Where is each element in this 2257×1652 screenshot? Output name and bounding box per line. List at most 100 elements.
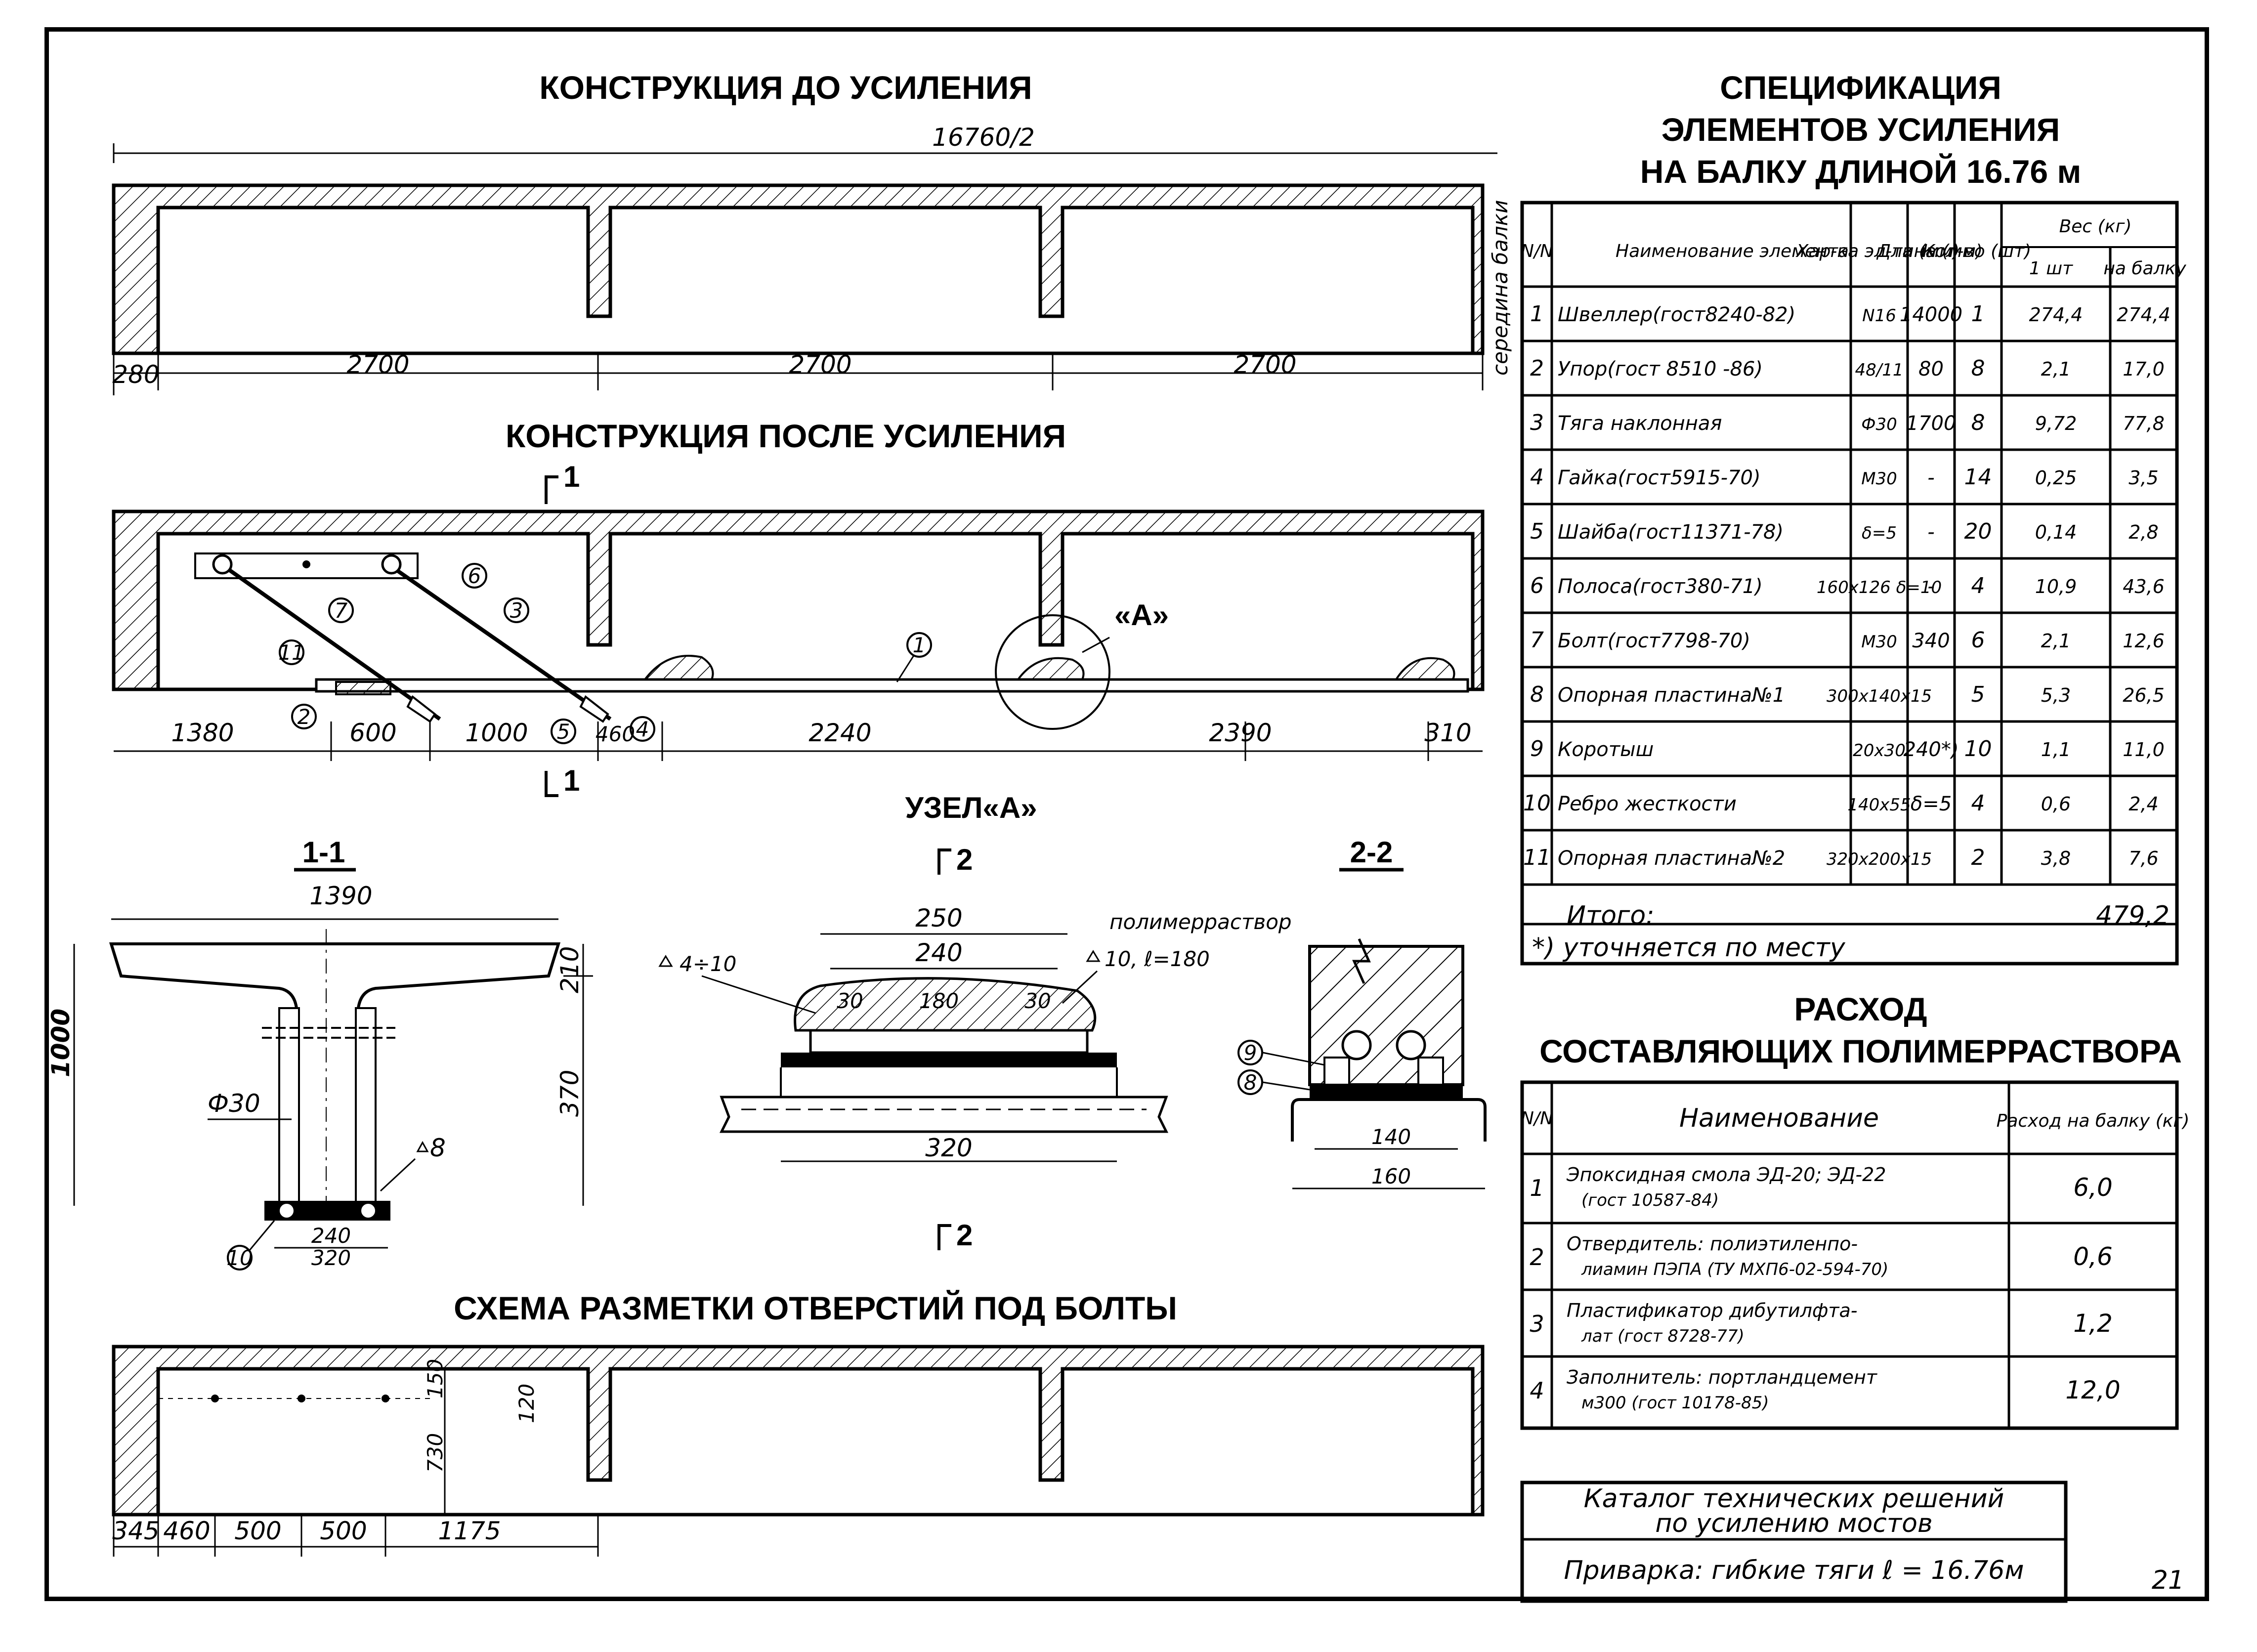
node-a-weld-right: 10, ℓ=180 <box>1105 947 1210 971</box>
after-callout-5: 5 <box>557 720 570 744</box>
cons-cell-line1: Эпоксидная смола ЭД-20; ЭД-22 <box>1566 1164 1886 1186</box>
after-dim-0: 1380 <box>171 719 234 747</box>
tie-rod-1 <box>218 561 441 721</box>
spec-cell-wb: 12,6 <box>2123 630 2165 652</box>
spec-cell-wb: 43,6 <box>2123 576 2165 597</box>
spec-cell-len: 240*) <box>1904 738 1959 761</box>
after-callout-7: 7 <box>335 598 348 623</box>
spec-cell-len: - <box>1927 575 1934 598</box>
spec-cell-qty: 4 <box>1971 573 1985 598</box>
spec-cell-qty: 20 <box>1964 519 1992 544</box>
section11-height: 1000 <box>46 1009 75 1077</box>
spec-cell-qty: 5 <box>1971 682 1985 707</box>
cons-cell-line2: лат (гост 8728-77) <box>1581 1326 1745 1346</box>
stamp-line3: Приварка: гибкие тяги ℓ = 16.76м <box>1564 1556 2024 1585</box>
spec-cell-len: 80 <box>1918 358 1944 381</box>
spec-head-char: Хар-ка эл-та (мм) <box>1795 241 1959 261</box>
spec-cell-char: Ф30 <box>1861 415 1897 434</box>
cons-cell-num: 2 <box>1530 1244 1544 1271</box>
page-number: 21 <box>2152 1566 2184 1595</box>
cons-cell-rate: 0,6 <box>2073 1242 2113 1271</box>
spec-cell-n: 11 <box>1523 845 1551 870</box>
node-a-d30a: 30 <box>837 989 863 1013</box>
spec-cell-wb: 11,0 <box>2123 739 2165 761</box>
spec-cell-char: 20x30 <box>1853 741 1906 761</box>
drawing-sheet <box>44 27 2209 1601</box>
spec-cell-char: М30 <box>1861 469 1897 489</box>
node-a-polymer: полимерраствор <box>1109 910 1292 934</box>
spec-cell-name: Ребро жесткости <box>1558 793 1737 815</box>
spec-cell-w1: 0,25 <box>2035 467 2077 489</box>
section22-d160: 160 <box>1371 1164 1411 1188</box>
spec-cell-len: - <box>1927 466 1934 489</box>
spec-cell-name: Тяга наклонная <box>1558 412 1722 435</box>
cons-cell-rate: 12,0 <box>2065 1376 2120 1404</box>
before-dim-2: 2700 <box>789 350 852 379</box>
consumption-rows: 1 Эпоксидная смола ЭД-20; ЭД-22 (гост 1058… <box>1530 1164 2120 1413</box>
spec-cell-name: Опорная пластина№2 <box>1558 847 1785 870</box>
spec-head-wb: на балку <box>2103 258 2186 279</box>
cons-cell-line2: лиамин ПЭПА (ТУ МХП6-02-594-70) <box>1581 1260 1888 1279</box>
section22-callout-8: 8 <box>1244 1070 1257 1095</box>
spec-cell-wb: 77,8 <box>2123 413 2165 434</box>
spec-cell-wb: 17,0 <box>2123 358 2165 380</box>
before-title: КОНСТРУКЦИЯ ДО УСИЛЕНИЯ <box>539 69 1032 106</box>
spec-cell-qty: 8 <box>1971 356 1985 381</box>
after-strengthening: КОНСТРУКЦИЯ ПОСЛЕ УСИЛЕНИЯ 1 1 «А» 2 5 <box>112 418 1485 797</box>
spec-table: СПЕЦИФИКАЦИЯ ЭЛЕМЕНТОВ УСИЛЕНИЯ НА БАЛКУ… <box>1520 69 2186 966</box>
spec-cell-n: 5 <box>1530 519 1544 544</box>
holes-vert-120: 120 <box>514 1384 539 1423</box>
spec-cell-name: Болт(гост7798-70) <box>1558 630 1750 652</box>
spec-head-qty: Кол-во (шт) <box>1922 241 2031 261</box>
section11-flange: 210 <box>555 946 584 993</box>
spec-cell-name: Швеллер(гост8240-82) <box>1558 303 1795 326</box>
section11-web: 370 <box>555 1070 584 1117</box>
after-dim-4: 2240 <box>809 719 871 747</box>
spec-cell-len: 340 <box>1912 630 1950 652</box>
before-dim-0: 280 <box>112 360 159 389</box>
spec-cell-wb: 7,6 <box>2129 847 2158 869</box>
polymer-mortar <box>794 977 1097 1032</box>
cons-cell-num: 4 <box>1530 1377 1544 1404</box>
node-a-mark-top: 2 <box>956 843 973 876</box>
consumption-title-1: РАСХОД <box>1794 991 1927 1027</box>
holes-dim-0: 345 <box>112 1517 159 1545</box>
stamp-line2: по усилению мостов <box>1655 1509 1932 1538</box>
consumption-table: РАСХОД СОСТАВЛЯЮЩИХ ПОЛИМЕРРАСТВОРА N/N … <box>1520 991 2189 1430</box>
cons-cell-num: 3 <box>1530 1311 1544 1337</box>
section22-callout-9: 9 <box>1244 1041 1257 1065</box>
holes-dim-3: 500 <box>320 1517 367 1545</box>
holes-title: СХЕМА РАЗМЕТКИ ОТВЕРСТИЙ ПОД БОЛТЫ <box>454 1289 1177 1326</box>
after-section-mark-bottom: 1 <box>563 764 580 797</box>
holes-vert-150: 150 <box>423 1359 447 1398</box>
after-title: КОНСТРУКЦИЯ ПОСЛЕ УСИЛЕНИЯ <box>506 418 1066 454</box>
spec-cell-name: Упор(гост 8510 -86) <box>1558 358 1763 381</box>
holes-beam <box>112 1345 1485 1517</box>
spec-cell-w1: 0,6 <box>2041 793 2071 815</box>
spec-cell-wb: 26,5 <box>2123 684 2165 706</box>
spec-grid <box>1522 203 2177 926</box>
after-callout-11: 11 <box>278 640 304 665</box>
after-callout-2: 2 <box>298 705 311 729</box>
node-a-d320: 320 <box>925 1134 972 1162</box>
spec-cell-qty: 6 <box>1971 628 1985 653</box>
spec-cell-char: 140x55 <box>1847 795 1911 815</box>
spec-cell-wb: 3,5 <box>2129 467 2158 489</box>
spec-cell-n: 1 <box>1530 301 1544 327</box>
section-2-2: 2-2 140 160 9 8 <box>1237 836 1487 1189</box>
holes-dim-2: 500 <box>234 1517 281 1545</box>
cons-cell-num: 1 <box>1530 1175 1544 1201</box>
section11-width: 1390 <box>309 882 372 910</box>
spec-cell-char: М30 <box>1861 632 1897 652</box>
before-dim-1: 2700 <box>346 350 409 379</box>
spec-total-label: Итого: <box>1567 901 1655 931</box>
spec-cell-len: δ=5 <box>1911 793 1952 815</box>
cons-cell-line2: (гост 10587-84) <box>1581 1190 1719 1210</box>
spec-cell-qty: 2 <box>1971 845 1985 870</box>
spec-cell-qty: 8 <box>1971 410 1985 435</box>
spec-cell-n: 6 <box>1530 573 1544 598</box>
after-beam <box>112 509 1485 691</box>
section11-rod: Ф30 <box>208 1089 260 1118</box>
node-a-title: УЗЕЛ«А» <box>905 791 1037 824</box>
